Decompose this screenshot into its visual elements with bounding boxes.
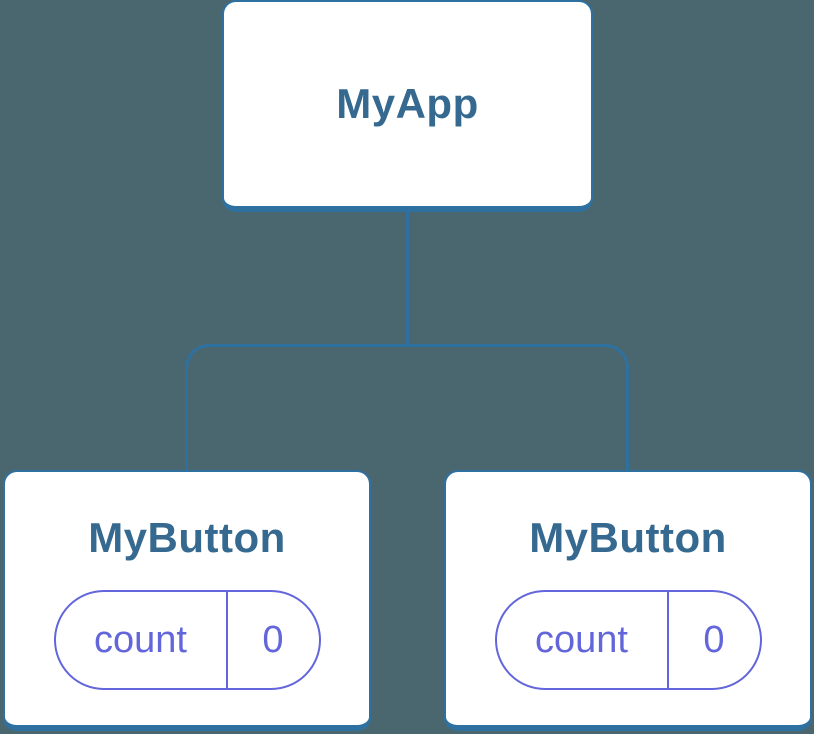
state-pill: count 0 [494,590,762,690]
component-node-myapp: MyApp [222,0,593,212]
component-label: MyApp [336,80,479,127]
component-label: MyButton [88,514,286,561]
state-pill: count 0 [53,590,321,690]
component-node-mybutton-1: MyButton count 0 [3,470,371,731]
state-name: count [497,592,669,688]
component-node-mybutton-2: MyButton count 0 [444,470,812,731]
connector-trunk-line [406,211,409,347]
component-label: MyButton [529,514,727,561]
state-value: 0 [262,618,284,661]
state-value: 0 [703,618,725,661]
state-name: count [56,592,228,688]
connector-branch-bracket [185,344,629,470]
